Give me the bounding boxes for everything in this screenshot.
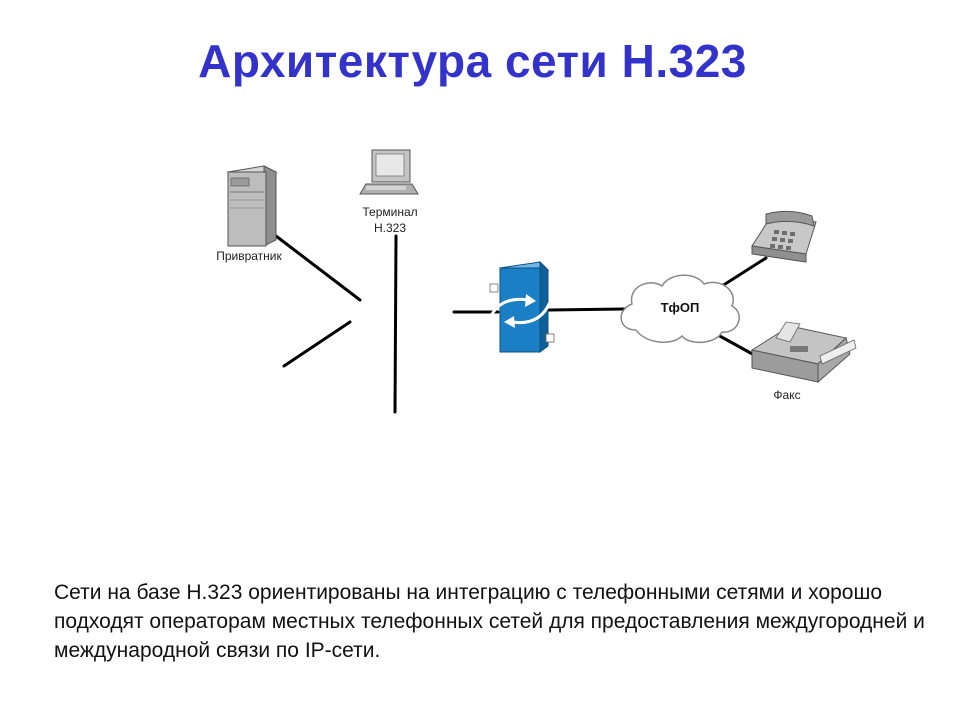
- fax-label: Факс: [773, 388, 801, 402]
- gateway-switch-icon: [488, 260, 555, 353]
- line-gatekeeper: [274, 234, 362, 302]
- fax-machine-icon: [750, 321, 857, 384]
- line-lower-left: [282, 320, 352, 368]
- connection-lines: [274, 234, 768, 414]
- line-gateway-pstn: [547, 307, 626, 312]
- terminal-label-line2: H.323: [373, 221, 407, 235]
- slide-description: Сети на базе H.323 ориентированы на инте…: [54, 581, 925, 662]
- gatekeeper-label: Привратник: [216, 249, 282, 263]
- line-pstn-fax: [716, 333, 758, 358]
- cloud-icon: [620, 274, 740, 344]
- computer-terminal-icon: [359, 149, 419, 195]
- slide-title: Архитектура сети H.323: [198, 35, 747, 87]
- telephone-icon: [751, 210, 817, 263]
- pstn-label: ТфОП: [660, 300, 700, 315]
- line-pstn-phone: [720, 256, 768, 288]
- line-terminal-vertical: [393, 234, 398, 414]
- server-tower-icon: [226, 165, 278, 247]
- terminal-label-line1: Терминал: [362, 205, 418, 219]
